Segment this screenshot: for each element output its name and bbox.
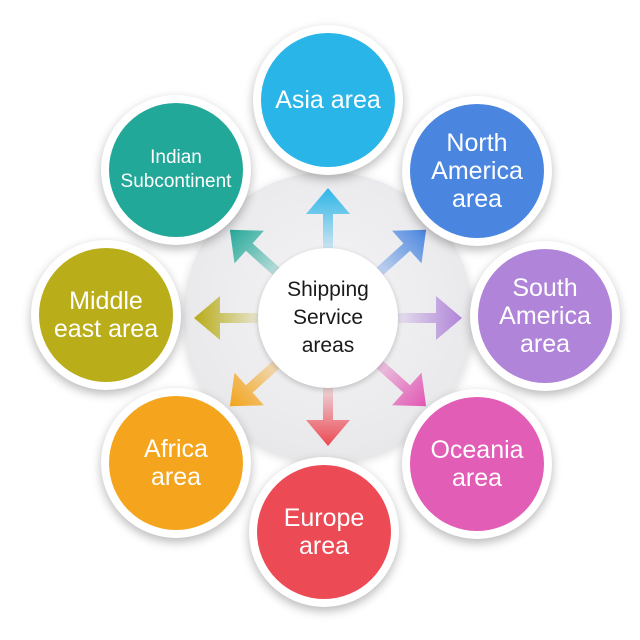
europe-area-bubble: Europe area <box>249 457 399 607</box>
center-title-line-1: Shipping <box>287 278 369 301</box>
south-america-label-line-2: America <box>499 302 591 330</box>
europe-label-line-1: Europe <box>283 504 365 532</box>
middle-east-label-line-2: east area <box>53 315 159 343</box>
indian-subcontinent-area-disc: Indian Subcontinent <box>109 103 243 237</box>
north-america-area-bubble: North America area <box>402 96 552 246</box>
north-america-arrow-shape <box>370 229 427 281</box>
europe-label-line-2: area <box>298 532 350 560</box>
asia-area-disc: Asia area <box>261 33 395 167</box>
center-title-line-3: areas <box>301 334 355 357</box>
south-america-area-bubble: South America area <box>470 241 620 391</box>
indian-subcontinent-arrow-shape <box>229 229 286 281</box>
north-america-arrow <box>370 229 427 281</box>
oceania-arrow <box>370 355 427 407</box>
indian-subcontinent-label-line-1: Indian <box>150 147 202 168</box>
asia-arrow <box>306 188 350 256</box>
indian-subcontinent-label-line-2: Subcontinent <box>120 171 232 192</box>
asia-arrow-shape <box>306 188 350 256</box>
africa-area-disc: Africa area <box>109 396 243 530</box>
middle-east-area-disc: Middle east area <box>39 248 173 382</box>
oceania-area-bubble: Oceania area <box>402 389 552 539</box>
north-america-area-disc: North America area <box>410 104 544 238</box>
asia-area-label: Asia area <box>275 86 381 114</box>
center-title-line-2: Service <box>292 306 364 329</box>
south-america-label-line-1: South <box>512 274 578 302</box>
africa-arrow <box>229 355 286 407</box>
africa-area-bubble: Africa area <box>101 388 251 538</box>
middle-east-area-bubble: Middle east area <box>31 240 181 390</box>
south-america-label-line-3: area <box>519 330 571 358</box>
middle-east-label-line-1: Middle <box>69 287 143 315</box>
middle-east-arrow-shape <box>194 296 266 340</box>
north-america-label-line-3: area <box>451 185 503 213</box>
north-america-label-line-1: North <box>446 129 508 157</box>
oceania-area-disc: Oceania area <box>410 397 544 531</box>
south-america-arrow <box>390 296 462 340</box>
south-america-arrow-shape <box>390 296 462 340</box>
europe-arrow <box>306 380 350 446</box>
africa-label-line-2: area <box>150 463 202 491</box>
oceania-label-line-1: Oceania <box>430 436 524 464</box>
asia-area-bubble: Asia area <box>253 25 403 175</box>
indian-subcontinent-area-bubble: Indian Subcontinent <box>101 95 251 245</box>
oceania-label-line-2: area <box>451 464 503 492</box>
europe-arrow-shape <box>306 380 350 446</box>
middle-east-arrow <box>194 296 266 340</box>
indian-subcontinent-arrow <box>229 229 286 281</box>
africa-label-line-1: Africa <box>144 435 208 463</box>
oceania-arrow-shape <box>370 355 427 407</box>
north-america-label-line-2: America <box>431 157 523 185</box>
europe-area-disc: Europe area <box>257 465 391 599</box>
africa-arrow-shape <box>229 355 286 407</box>
south-america-area-disc: South America area <box>478 249 612 383</box>
center-hub: Shipping Service areas <box>258 248 398 388</box>
